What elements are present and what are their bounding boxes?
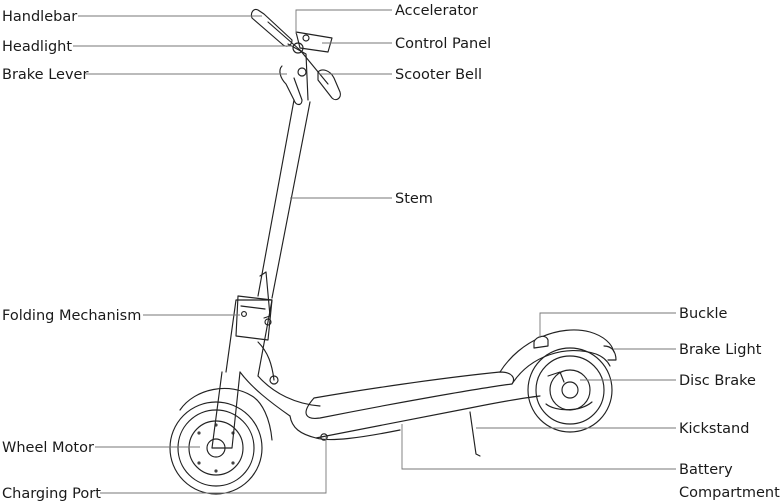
accelerator-knob: [302, 34, 310, 42]
label-wheel-motor: Wheel Motor: [2, 440, 94, 456]
labels: Handlebar Headlight Brake Lever Folding …: [2, 3, 780, 502]
front-fork: [211, 371, 241, 449]
label-scooter-bell: Scooter Bell: [395, 67, 482, 83]
kickstand-leg: [469, 411, 481, 457]
leader-lines: [73, 9, 676, 494]
scooter-illustration: [169, 8, 617, 495]
front-fender: [179, 387, 273, 441]
deck: [289, 371, 541, 441]
label-battery-line1: Battery: [679, 462, 733, 478]
rear-fender: [499, 329, 617, 385]
label-charging-port: Charging Port: [2, 486, 101, 502]
brake-lever-shape: [279, 65, 303, 106]
label-handlebar: Handlebar: [2, 9, 77, 25]
stem: [225, 99, 311, 385]
rear-wheel: [527, 347, 613, 433]
label-accelerator: Accelerator: [395, 3, 478, 19]
label-folding-mechanism: Folding Mechanism: [2, 308, 141, 324]
label-brake-lever: Brake Lever: [2, 67, 88, 83]
headlight-lamp: [292, 42, 304, 54]
label-battery-line2: Compartment: [679, 485, 780, 501]
label-headlight: Headlight: [2, 39, 72, 55]
bell-shape: [297, 67, 307, 77]
handlebar: [250, 8, 341, 101]
label-kickstand: Kickstand: [679, 421, 749, 437]
label-buckle: Buckle: [679, 306, 728, 322]
label-control-panel: Control Panel: [395, 36, 491, 52]
neck-tube: [239, 371, 291, 417]
label-disc-brake: Disc Brake: [679, 373, 756, 389]
label-stem: Stem: [395, 191, 433, 207]
neck-tube-upper: [257, 375, 321, 407]
label-brake-light: Brake Light: [679, 342, 762, 358]
control-panel-shape: [295, 31, 333, 53]
